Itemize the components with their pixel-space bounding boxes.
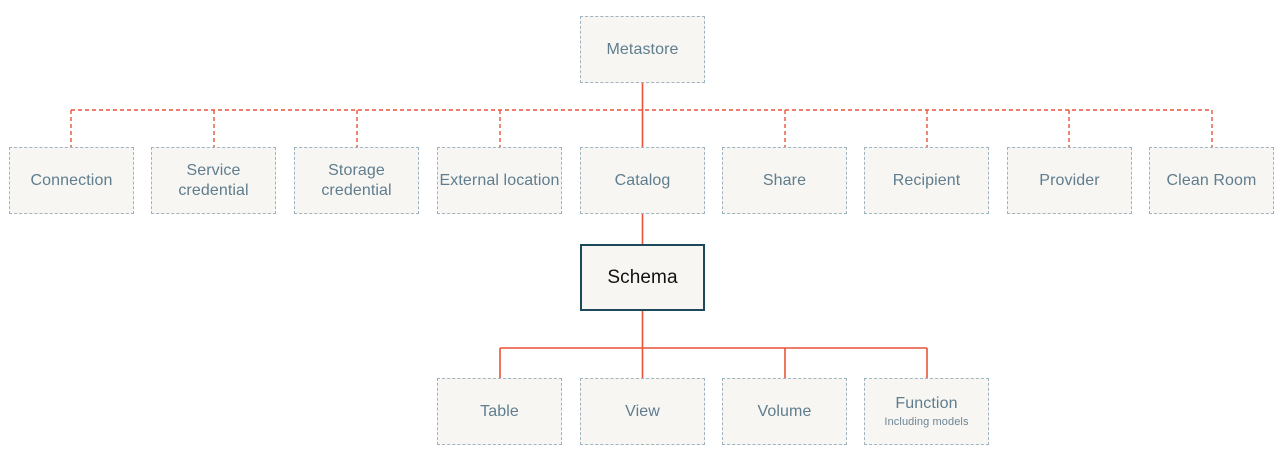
node-view-label: View bbox=[625, 402, 660, 420]
node-function-label: Function bbox=[895, 395, 958, 412]
node-function-sublabel: Including models bbox=[884, 416, 969, 428]
node-schema[interactable]: Schema bbox=[580, 244, 705, 311]
node-table[interactable]: Table bbox=[437, 378, 562, 445]
node-catalog[interactable]: Catalog bbox=[580, 147, 705, 214]
node-metastore-label: Metastore bbox=[606, 40, 679, 58]
node-share[interactable]: Share bbox=[722, 147, 847, 214]
node-clean-room-label: Clean Room bbox=[1166, 171, 1257, 189]
node-table-label: Table bbox=[480, 402, 519, 420]
node-volume[interactable]: Volume bbox=[722, 378, 847, 445]
node-external-location-label: External location bbox=[439, 171, 560, 189]
node-storage-credential-label: Storage credential bbox=[321, 161, 392, 199]
node-catalog-label: Catalog bbox=[614, 171, 671, 189]
node-service-credential-label: Service credential bbox=[178, 161, 249, 199]
node-function[interactable]: Function Including models bbox=[864, 378, 989, 445]
node-provider[interactable]: Provider bbox=[1007, 147, 1132, 214]
node-recipient-label: Recipient bbox=[892, 171, 961, 189]
node-metastore[interactable]: Metastore bbox=[580, 16, 705, 83]
node-connection[interactable]: Connection bbox=[9, 147, 134, 214]
node-view[interactable]: View bbox=[580, 378, 705, 445]
node-connection-label: Connection bbox=[30, 171, 113, 189]
node-clean-room[interactable]: Clean Room bbox=[1149, 147, 1274, 214]
node-external-location[interactable]: External location bbox=[437, 147, 562, 214]
node-schema-label: Schema bbox=[607, 266, 678, 288]
node-volume-label: Volume bbox=[757, 402, 812, 420]
node-provider-label: Provider bbox=[1039, 171, 1100, 189]
node-share-label: Share bbox=[762, 171, 807, 189]
node-recipient[interactable]: Recipient bbox=[864, 147, 989, 214]
node-service-credential[interactable]: Service credential bbox=[151, 147, 276, 214]
node-storage-credential[interactable]: Storage credential bbox=[294, 147, 419, 214]
